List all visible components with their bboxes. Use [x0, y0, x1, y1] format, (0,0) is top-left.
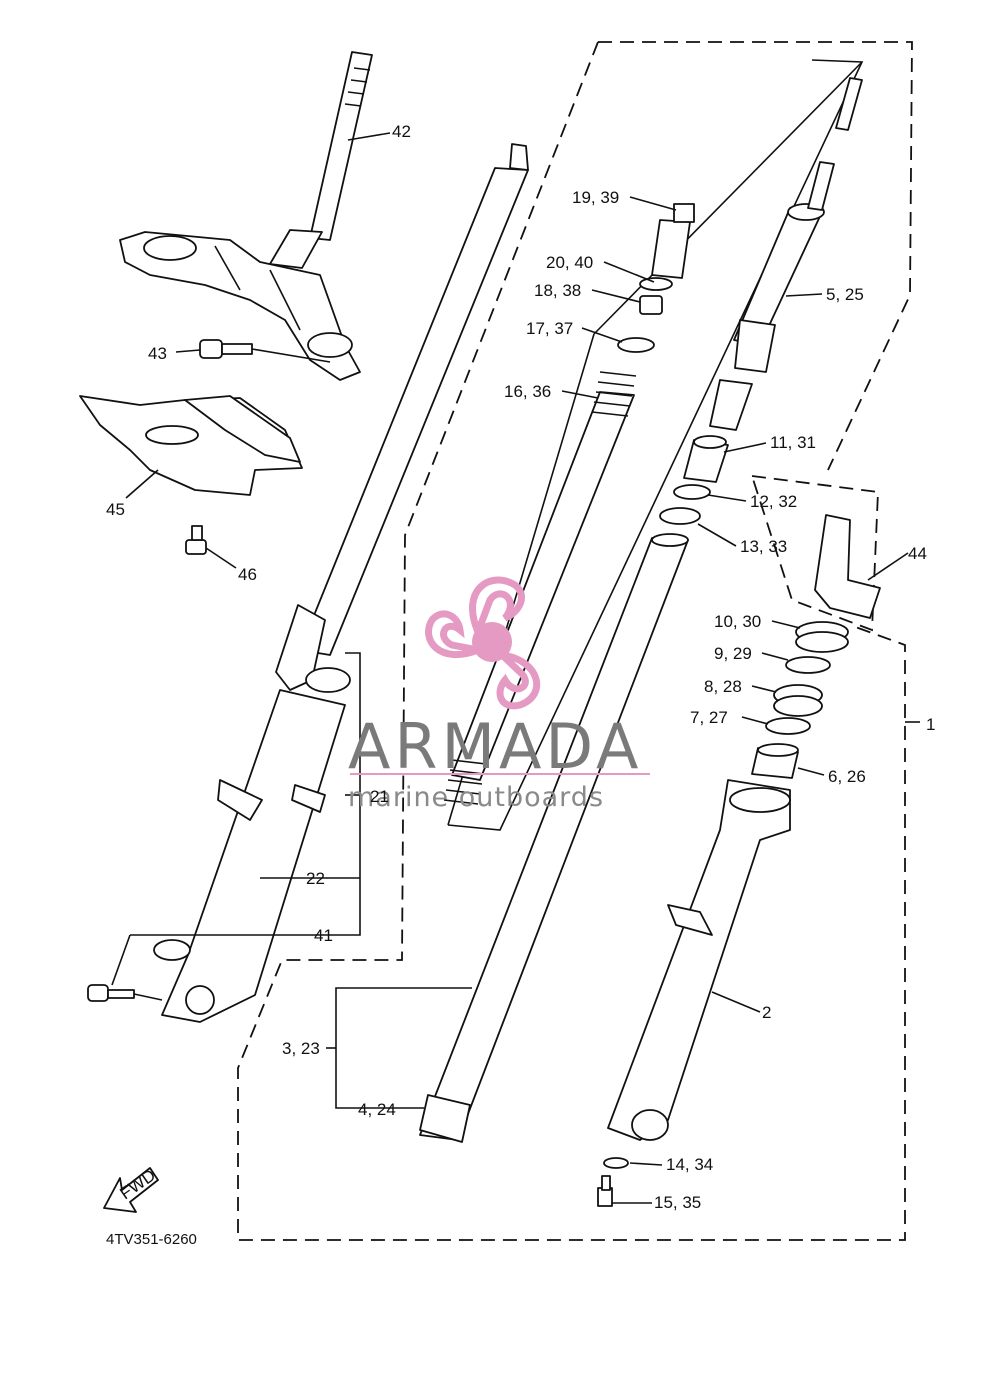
- bushing-6: [751, 743, 799, 779]
- label-11-31: 11, 31: [770, 433, 816, 452]
- label-13-33: 13, 33: [740, 537, 787, 556]
- seal-13: [659, 507, 701, 525]
- part-labels: 1 2 3, 23 4, 24 5, 25 6, 26 7, 27 8, 28 …: [106, 122, 935, 1248]
- bracket-3-4: [326, 987, 472, 1109]
- bolt-15: [597, 1175, 613, 1207]
- bracket-21-22-41: [111, 652, 361, 986]
- washer-17: [617, 337, 655, 353]
- oil-seal-8: [773, 684, 823, 717]
- part-44: [814, 514, 881, 619]
- label-5-25: 5, 25: [826, 285, 864, 304]
- part-11: [683, 379, 753, 483]
- label-45: 45: [106, 500, 125, 519]
- bolt-43: [199, 339, 331, 363]
- label-20-40: 20, 40: [546, 253, 593, 272]
- label-8-28: 8, 28: [704, 677, 742, 696]
- inner-tube-3-4: [419, 533, 689, 1143]
- label-41: 41: [314, 926, 333, 945]
- clip-12: [673, 484, 711, 500]
- screw-46: [185, 525, 207, 555]
- fwd-arrow-icon: FWD: [103, 1166, 159, 1213]
- label-9-29: 9, 29: [714, 644, 752, 663]
- dust-seal-10: [795, 621, 849, 653]
- propeller-logo-icon: [425, 576, 541, 710]
- watermark-brand: ARMADA: [348, 710, 642, 783]
- label-4-24: 4, 24: [358, 1100, 396, 1119]
- left-inner-tube: [299, 143, 529, 656]
- label-21: 21: [370, 787, 389, 806]
- outer-tube-22: [153, 604, 351, 1023]
- inner-tube-5: [733, 77, 863, 373]
- label-43: 43: [148, 344, 167, 363]
- label-6-26: 6, 26: [828, 767, 866, 786]
- nut-18: [639, 295, 663, 315]
- label-14-34: 14, 34: [666, 1155, 713, 1174]
- cover-45: [79, 395, 303, 496]
- adjuster-19: [651, 203, 695, 279]
- washer-14: [603, 1157, 629, 1169]
- lower-bracket: [119, 231, 361, 381]
- assembly-dashed-outline: [237, 41, 913, 1241]
- label-7-27: 7, 27: [690, 708, 728, 727]
- bolt-41: [87, 984, 163, 1002]
- label-17-37: 17, 37: [526, 319, 573, 338]
- watermark-tagline: marine outboards: [348, 782, 604, 813]
- oring-20: [639, 277, 673, 291]
- leader-lines: [125, 132, 909, 1204]
- label-46: 46: [238, 565, 257, 584]
- steering-stem-42: [269, 51, 373, 269]
- label-22: 22: [306, 869, 325, 888]
- label-16-36: 16, 36: [504, 382, 551, 401]
- label-15-35: 15, 35: [654, 1193, 701, 1212]
- label-42: 42: [392, 122, 411, 141]
- diagram-code: 4TV351-6260: [106, 1231, 197, 1248]
- label-2: 2: [762, 1003, 771, 1022]
- washer-7: [765, 717, 811, 735]
- outer-tube-2: [607, 779, 791, 1141]
- label-3-23: 3, 23: [282, 1039, 320, 1058]
- label-1: 1: [926, 715, 935, 734]
- label-12-32: 12, 32: [750, 492, 797, 511]
- label-44: 44: [908, 544, 927, 563]
- clip-9: [785, 656, 831, 674]
- watermark: ARMADA marine outboards: [348, 576, 650, 813]
- label-18-38: 18, 38: [534, 281, 581, 300]
- label-19-39: 19, 39: [572, 188, 619, 207]
- label-10-30: 10, 30: [714, 612, 761, 631]
